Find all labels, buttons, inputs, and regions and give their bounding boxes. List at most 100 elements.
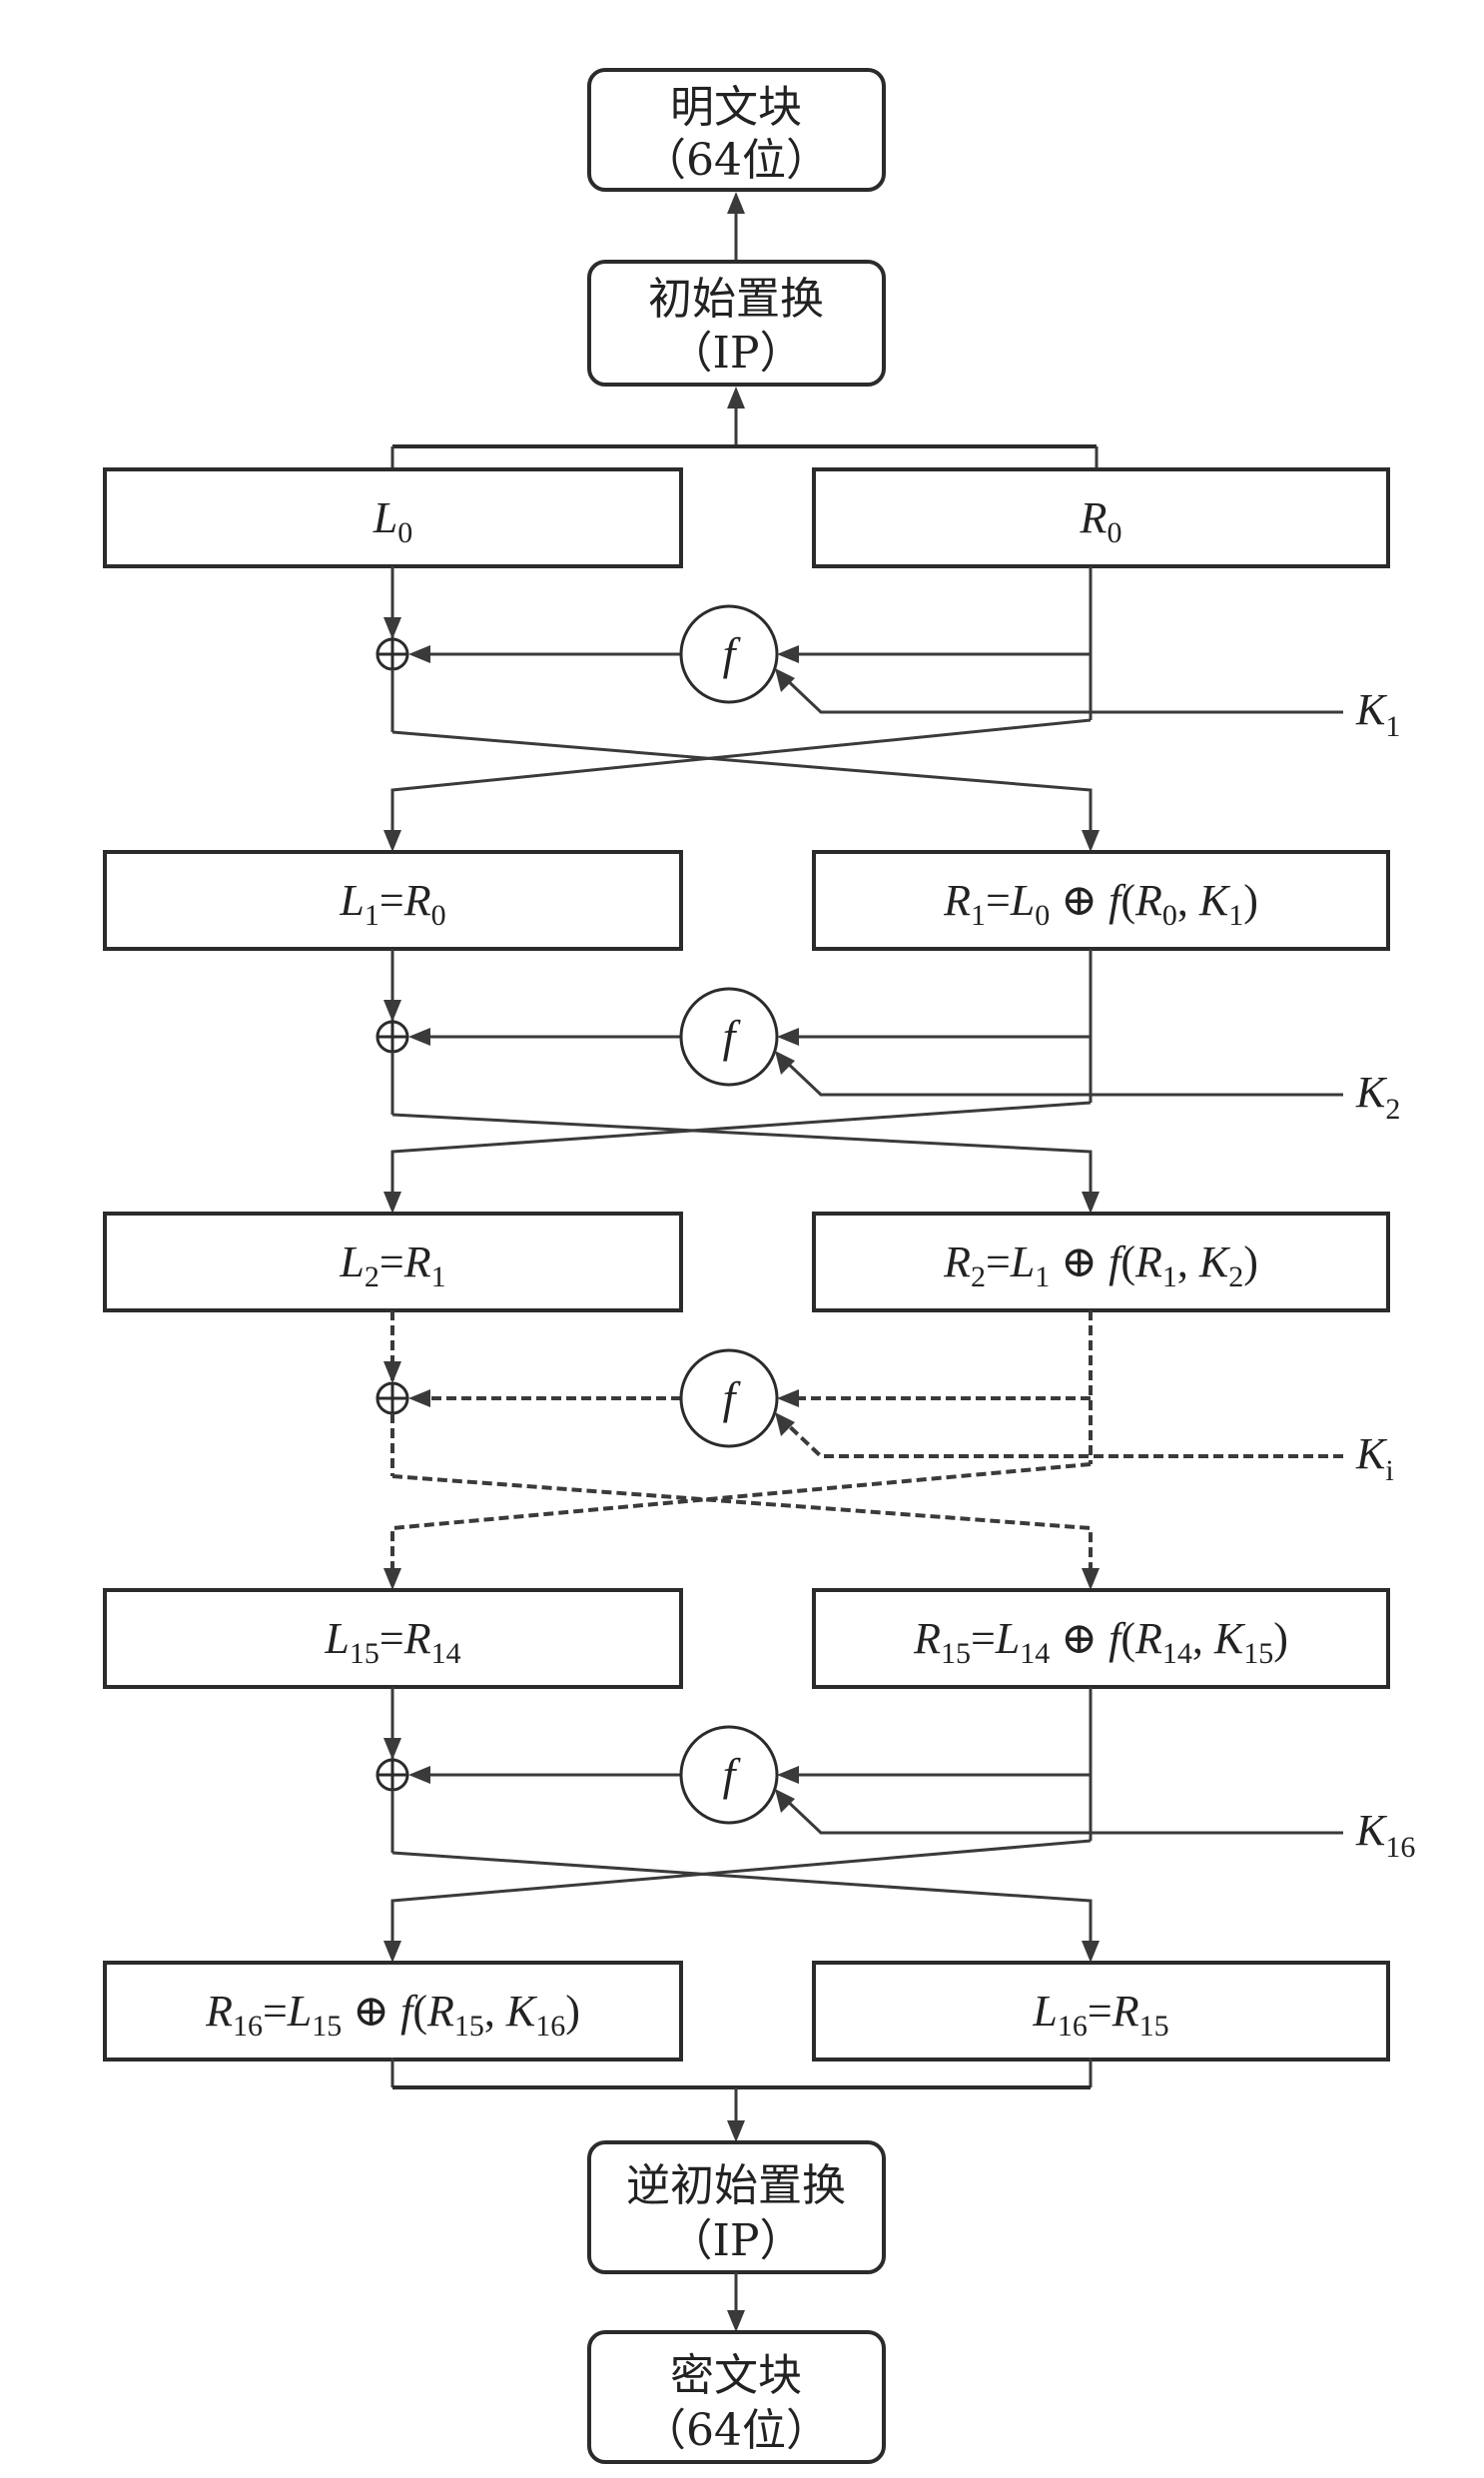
round-2-function: fK2 xyxy=(375,949,1400,1126)
swap-crossing-3 xyxy=(383,1413,1100,1590)
arrowhead xyxy=(383,1192,401,1214)
math-subscript: 1 xyxy=(1228,899,1243,932)
math-operator: ) xyxy=(1243,1238,1258,1286)
math-symbol: R xyxy=(1134,1614,1162,1663)
math-subscript: 0 xyxy=(1107,516,1121,549)
arrowhead xyxy=(383,1361,401,1383)
math-subscript: 0 xyxy=(1035,899,1050,932)
left-half-label: L0​ xyxy=(372,493,412,549)
arrowhead xyxy=(408,1766,430,1784)
arrowhead xyxy=(383,617,401,639)
math-symbol: L xyxy=(1010,1238,1035,1286)
math-subscript: 2 xyxy=(1228,1260,1243,1293)
arrowhead xyxy=(408,645,430,663)
math-symbol: L xyxy=(995,1614,1020,1663)
plaintext-label: 明文块 xyxy=(670,82,802,133)
math-symbol: L xyxy=(287,1987,312,2036)
round-1-blocks: L1​=R0​R1​=L0​ ⊕ f(R0​, K1​) xyxy=(103,850,1390,951)
left-half-box xyxy=(103,1588,683,1689)
arrowhead xyxy=(775,1789,795,1813)
math-subscript: 15 xyxy=(1139,2010,1169,2043)
key-subscript: 2 xyxy=(1385,1093,1400,1126)
key-symbol: K xyxy=(1355,685,1388,734)
math-symbol: L xyxy=(1032,1987,1057,2036)
math-subscript: 16 xyxy=(1058,2010,1088,2043)
math-symbol: L xyxy=(372,493,397,542)
arrowhead xyxy=(408,1389,430,1407)
key-subscript: i xyxy=(1385,1454,1393,1487)
arrowhead xyxy=(383,1568,401,1590)
key-line xyxy=(781,1057,1343,1097)
cross-right-to-left xyxy=(390,1101,1092,1196)
math-symbol: R xyxy=(403,1614,431,1663)
math-symbol: R xyxy=(1080,493,1108,542)
round-3-blocks: L15​=R14​R15​=L14​ ⊕ f(R14​, K15​) xyxy=(103,1588,1390,1689)
arrowhead xyxy=(777,1389,799,1407)
math-operator: = xyxy=(1088,1987,1113,2036)
right-half-box xyxy=(812,1588,1390,1689)
math-symbol: R xyxy=(943,1238,971,1286)
math-symbol: L xyxy=(1010,876,1035,925)
arrowhead xyxy=(777,645,799,663)
arrowhead xyxy=(1082,1192,1100,1214)
cross-left-to-right xyxy=(391,1113,1093,1196)
math-symbol: R xyxy=(403,876,431,925)
math-operator: ( xyxy=(1120,1238,1135,1286)
right-half-box xyxy=(812,1961,1390,2062)
math-subscript: 16 xyxy=(233,2010,263,2043)
math-operator: ( xyxy=(1120,876,1135,925)
math-symbol: K xyxy=(505,1987,538,2036)
math-operator: ⊕ xyxy=(342,1987,400,2036)
bottom-bus xyxy=(390,2058,1093,2089)
arrowhead xyxy=(408,1028,430,1046)
left-half-label: L1​=R0​ xyxy=(339,876,445,932)
math-operator: ) xyxy=(565,1987,580,2036)
math-symbol: R xyxy=(1112,1987,1139,2036)
right-half-label: L16​=R15​ xyxy=(1032,1987,1168,2043)
math-subscript: 14 xyxy=(431,1637,461,1670)
xor-icon xyxy=(375,1758,409,1792)
plaintext-size: （64位） xyxy=(642,135,830,186)
key-line xyxy=(781,1795,1343,1835)
arrowhead xyxy=(775,1051,795,1075)
math-subscript: 14 xyxy=(1162,1637,1192,1670)
math-operator: ⊕ xyxy=(1050,1614,1109,1663)
inverse-permutation-label: 逆初始置换 xyxy=(626,2160,846,2211)
arrowhead xyxy=(383,1000,401,1022)
left-half-box xyxy=(103,467,683,568)
cross-right-to-left xyxy=(390,1462,1092,1572)
math-subscript: 15 xyxy=(1243,1637,1273,1670)
left-half-box xyxy=(103,1212,683,1312)
arrowhead xyxy=(383,1941,401,1963)
inverse-permutation-abbr: （IP） xyxy=(669,2215,804,2266)
left-half-label: L15​=R14​ xyxy=(324,1614,460,1670)
math-operator: = xyxy=(379,876,404,925)
math-subscript: 2 xyxy=(971,1260,986,1293)
math-operator: , xyxy=(1177,1238,1199,1286)
round-key-label: Ki xyxy=(1355,1429,1394,1487)
arrowhead xyxy=(383,830,401,852)
key-symbol: K xyxy=(1355,1806,1388,1855)
cross-right-to-left xyxy=(390,718,1092,834)
key-symbol: K xyxy=(1355,1429,1388,1478)
math-symbol: R xyxy=(913,1614,941,1663)
math-subscript: 15 xyxy=(350,1637,379,1670)
round-1-function: fK1 xyxy=(375,566,1400,743)
math-subscript: 2 xyxy=(365,1260,379,1293)
math-symbol: K xyxy=(1198,876,1231,925)
math-operator: ( xyxy=(412,1987,427,2036)
ciphertext-label: 密文块 xyxy=(670,2350,802,2401)
arrowhead xyxy=(777,1028,799,1046)
initial-permutation-abbr: （IP） xyxy=(669,328,804,379)
right-half-label: R15​=L14​ ⊕ f(R14​, K15​) xyxy=(913,1614,1288,1670)
math-symbol: L xyxy=(339,1238,364,1286)
xor-icon xyxy=(375,1020,409,1054)
right-half-box xyxy=(812,1212,1390,1312)
right-half-box xyxy=(812,850,1390,951)
math-operator: ) xyxy=(1243,876,1258,925)
top-bus xyxy=(390,444,1099,469)
math-operator: = xyxy=(379,1614,404,1663)
key-subscript: 16 xyxy=(1385,1831,1415,1864)
initial-permutation-block: 初始置换 （IP） xyxy=(587,260,886,387)
